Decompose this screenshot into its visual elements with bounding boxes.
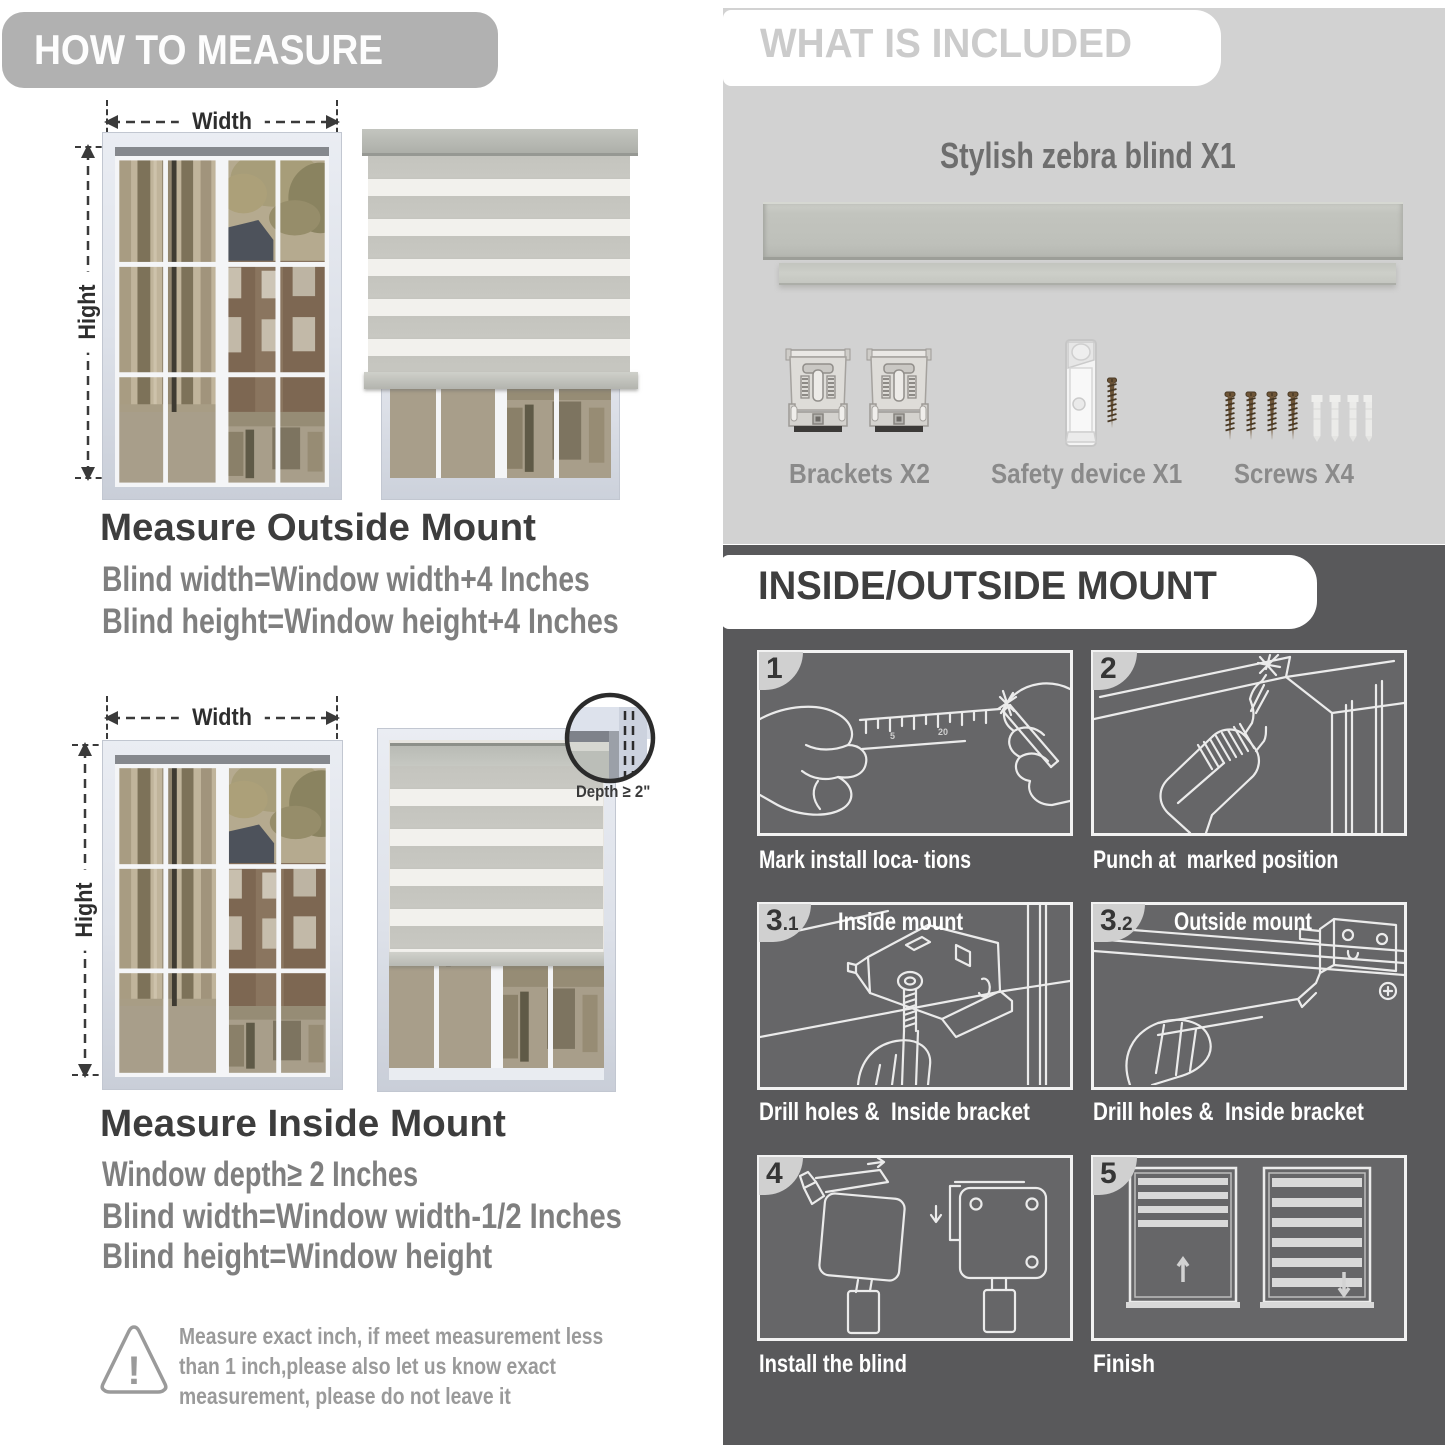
svg-text:20: 20 xyxy=(938,727,948,737)
svg-text:5: 5 xyxy=(890,731,895,741)
svg-text:!: ! xyxy=(127,1349,140,1393)
